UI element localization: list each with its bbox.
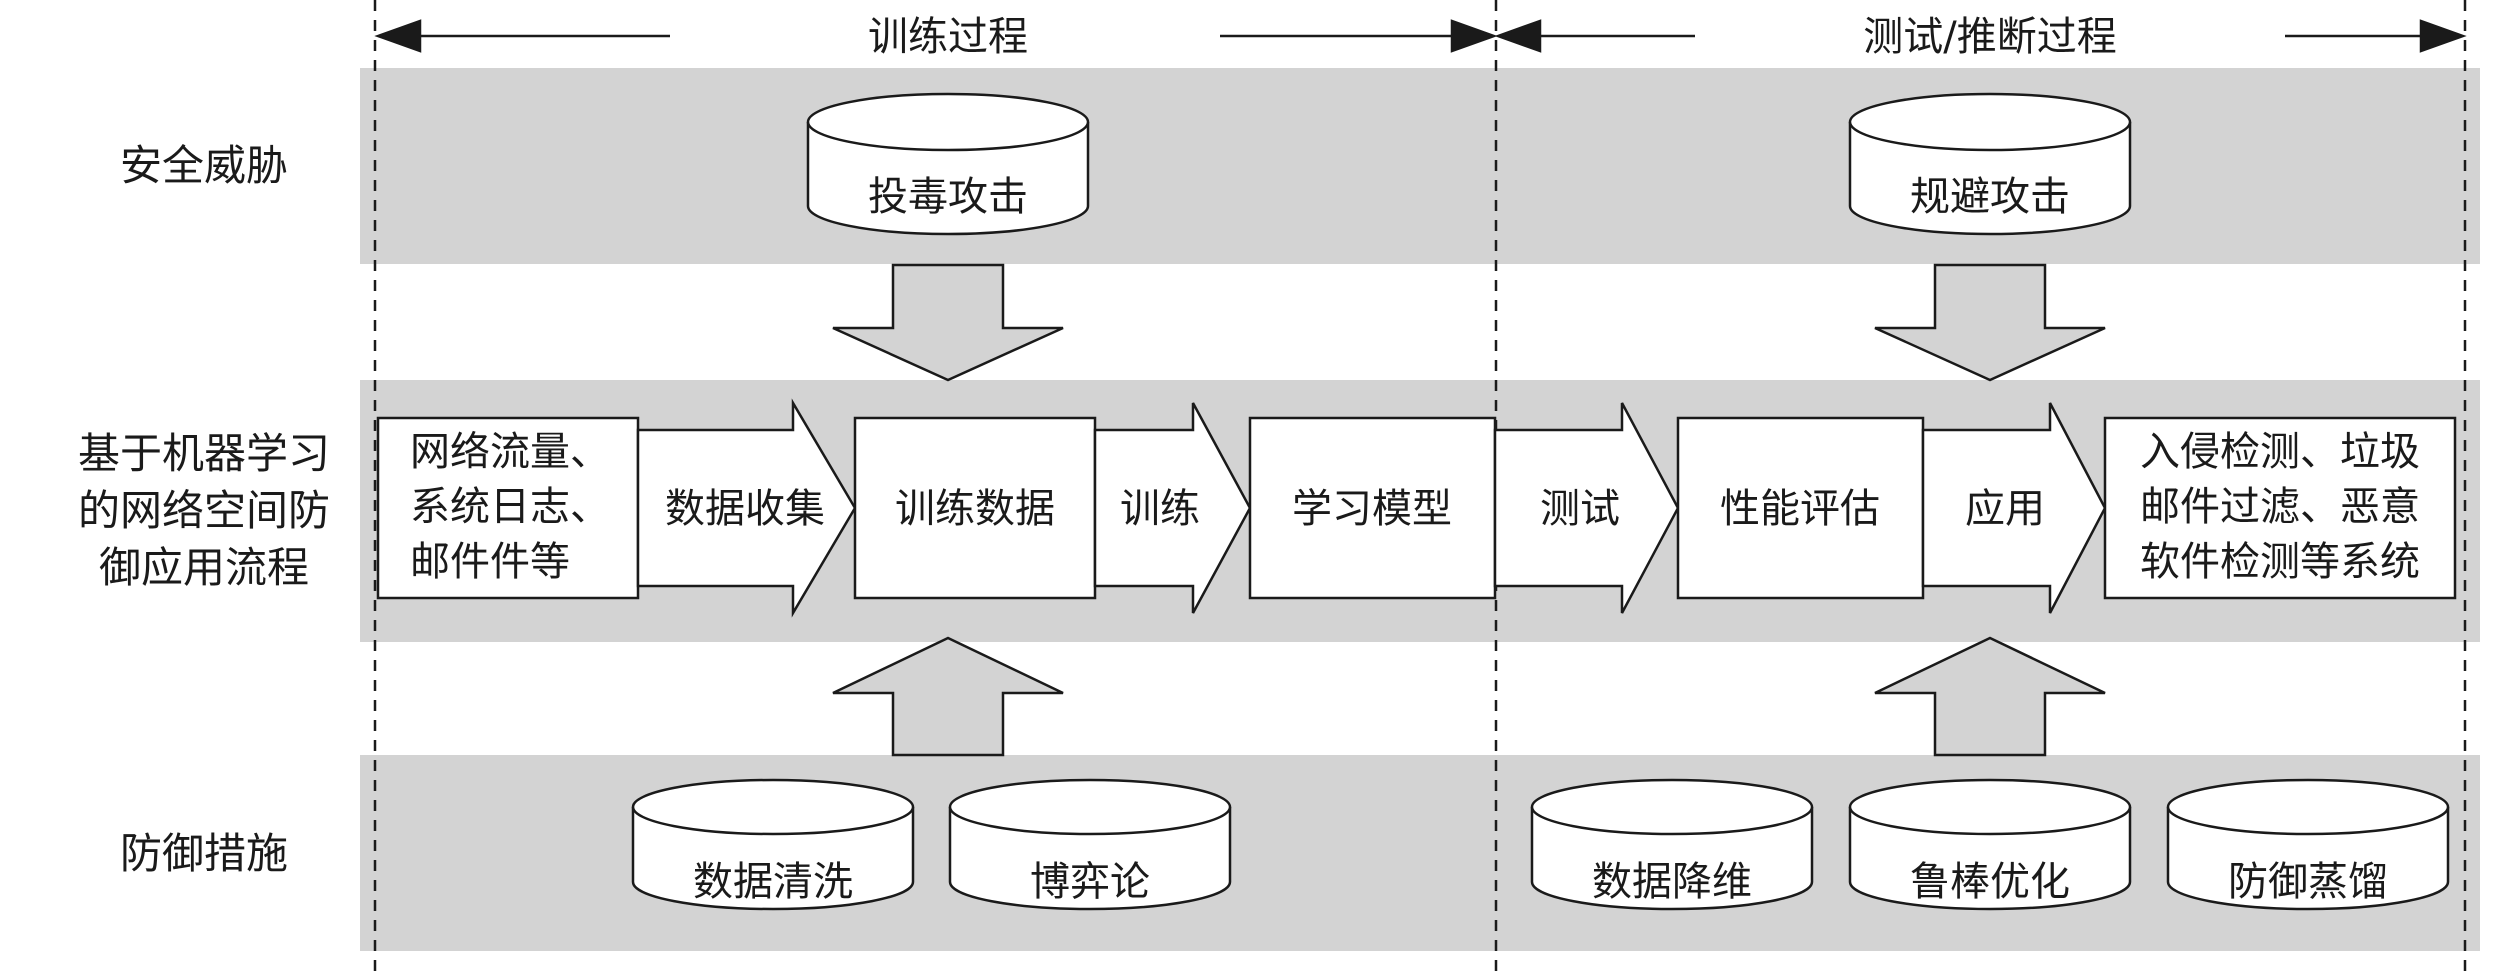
threats-band (360, 68, 2480, 264)
row-label-flow-3: 御应用流程 (99, 543, 309, 592)
defensive-distillation-label: 防御蒸馏 (2228, 859, 2388, 905)
train-arrow-label: 训练 (1120, 486, 1200, 532)
data-sources-line-1: 网络流量、 (410, 429, 610, 475)
row-label-defense: 防御措施 (120, 829, 288, 878)
poisoning-attack-cylinder (806, 92, 1090, 236)
evasion-attack-cylinder (1848, 92, 2132, 236)
row-label-flow-2: 的网络空间防 (78, 486, 330, 535)
game-theory-cylinder (948, 778, 1232, 911)
performance-evaluation-box (1676, 416, 1925, 600)
game-theory-label: 博弈论 (1030, 859, 1150, 905)
target-systems-line-1: 入侵检测、垃圾 (2140, 429, 2420, 475)
evasion-attack-label: 规避攻击 (1910, 174, 2070, 220)
test-arrow-label: 测试 (1540, 486, 1620, 532)
performance-evaluation-label: 性能评估 (1720, 486, 1880, 532)
apply-arrow-label: 应用 (1965, 486, 2045, 532)
testing-phase-label: 测试/推断过程 (1863, 14, 2116, 60)
up-arrow-training-defense (832, 636, 1064, 757)
dimension-reduction-cylinder (1530, 778, 1814, 911)
row-label-threats: 安全威胁 (120, 141, 288, 190)
data-sources-line-3: 邮件件等 (410, 539, 570, 585)
row-label-flow-1: 基于机器学习 (78, 429, 330, 478)
target-systems-line-3: 软件检测等系统 (2140, 539, 2420, 585)
target-systems-line-2: 邮件过滤、恶意 (2140, 484, 2420, 530)
poisoning-attack-label: 投毒攻击 (868, 174, 1028, 220)
training-data-label: 训练数据 (895, 486, 1055, 532)
defensive-distillation-cylinder (2166, 778, 2450, 911)
learning-model-box (1248, 416, 1497, 600)
robust-optimization-cylinder (1848, 778, 2132, 911)
data-cleaning-cylinder (631, 778, 915, 911)
down-arrow-poisoning (832, 263, 1064, 382)
target-systems-box (2103, 416, 2457, 600)
apply-arrow (1921, 402, 2107, 614)
train-arrow (1093, 402, 1252, 614)
collect-arrow-label: 数据收集 (665, 486, 825, 532)
collect-arrow (636, 398, 857, 618)
data-sources-box (376, 416, 640, 600)
dimension-reduction-label: 数据降维 (1592, 859, 1752, 905)
data-cleaning-label: 数据清洗 (693, 859, 853, 905)
data-sources-line-2: 系统日志、 (410, 484, 610, 530)
training-phase-arrow (374, 19, 1498, 53)
up-arrow-testing-defense (1874, 636, 2106, 757)
testing-phase-arrow (1494, 19, 2467, 53)
test-arrow (1493, 402, 1680, 614)
training-phase-label: 训练过程 (868, 14, 1028, 60)
training-data-box (853, 416, 1097, 600)
down-arrow-evasion (1874, 263, 2106, 382)
learning-model-label: 学习模型 (1292, 486, 1452, 532)
robust-optimization-label: 鲁棒优化 (1910, 859, 2070, 905)
